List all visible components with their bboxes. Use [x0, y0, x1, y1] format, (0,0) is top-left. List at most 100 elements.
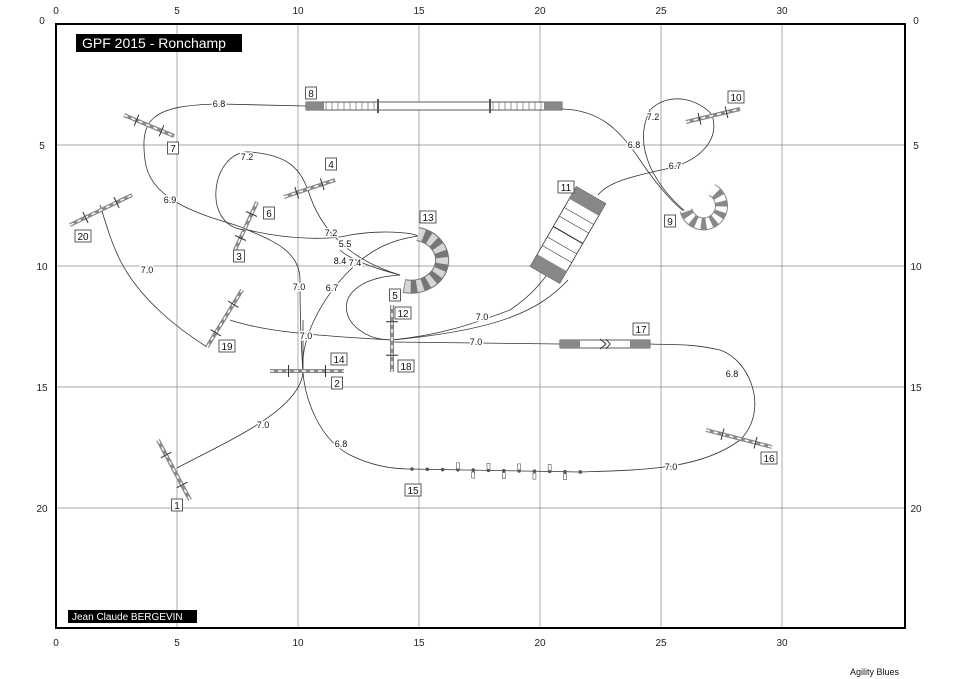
- a-frame-obstacle: [529, 186, 607, 284]
- x-tick-label: 5: [174, 6, 180, 17]
- obstacle-number-2: 2: [331, 376, 343, 390]
- x-tick-label: 20: [534, 6, 546, 17]
- obstacle-number-14: 14: [330, 352, 348, 366]
- jump-obstacle: [705, 428, 773, 449]
- y-tick-label: 20: [36, 504, 48, 515]
- obstacle-number-label: 16: [763, 454, 775, 465]
- distance-label: 6.7: [326, 283, 339, 293]
- obstacle-number-label: 6: [266, 209, 272, 220]
- course-title: GPF 2015 - Ronchamp: [82, 35, 226, 51]
- author-name: Jean Claude BERGEVIN: [72, 612, 183, 623]
- obstacle-number-label: 3: [236, 252, 242, 263]
- jump-obstacle: [233, 201, 259, 251]
- obstacle-number-label: 5: [392, 291, 398, 302]
- grid: [56, 24, 905, 628]
- x-tick-label: 20: [534, 638, 546, 649]
- obstacle-number-18: 18: [397, 359, 415, 373]
- distance-label: 7.0: [300, 331, 313, 341]
- obstacle-number-15: 15: [404, 483, 422, 497]
- weave-pole: [440, 467, 445, 472]
- distance-label: 5.5: [339, 239, 352, 249]
- obstacle-number-16: 16: [760, 451, 778, 465]
- tunnel-obstacle: [402, 227, 450, 294]
- obstacle-number-5: 5: [389, 288, 401, 302]
- x-tick-label: 30: [776, 6, 788, 17]
- distance-label: 7.0: [293, 282, 306, 292]
- dogwalk-obstacle: [305, 99, 563, 113]
- obstacle-number-4: 4: [325, 157, 337, 171]
- obstacle-number-label: 10: [730, 93, 742, 104]
- distance-label: 6.8: [628, 140, 641, 150]
- y-tick-label: 5: [913, 141, 919, 152]
- obstacle-number-label: 13: [422, 213, 434, 224]
- obstacle-number-12: 12: [394, 306, 412, 320]
- obstacle-number-20: 20: [74, 229, 92, 243]
- distance-label: 7.2: [325, 228, 338, 238]
- y-tick-label: 15: [910, 383, 922, 394]
- y-tick-label: 10: [36, 262, 48, 273]
- x-tick-label: 25: [655, 6, 667, 17]
- obstacle-number-19: 19: [218, 339, 236, 353]
- weave-pole: [425, 467, 430, 472]
- distance-label: 6.9: [164, 195, 177, 205]
- dog-path: [99, 98, 756, 473]
- obstacle-number-8: 8: [305, 86, 317, 100]
- tire-obstacle: [559, 338, 651, 350]
- x-tick-label: 5: [174, 638, 180, 649]
- distance-label: 7.0: [141, 265, 154, 275]
- weave-pole: [471, 468, 476, 472]
- weave-pole: [410, 467, 414, 471]
- weave-pole: [502, 468, 506, 473]
- obstacle-number-7: 7: [167, 141, 179, 155]
- x-tick-label: 30: [776, 638, 788, 649]
- field-border: [55, 23, 906, 629]
- distance-label: 7.0: [476, 312, 489, 322]
- jump-obstacle: [69, 193, 133, 227]
- obstacle-number-10: 10: [727, 90, 745, 104]
- obstacle-number-9: 9: [664, 214, 676, 228]
- x-tick-label: 10: [292, 6, 304, 17]
- x-tick-label: 15: [413, 638, 425, 649]
- distance-label: 6.8: [726, 369, 739, 379]
- y-tick-label: 0: [913, 16, 919, 27]
- distance-label: 6.8: [213, 99, 226, 109]
- obstacles: [69, 99, 773, 501]
- obstacle-number-label: 11: [561, 183, 572, 194]
- jump-obstacle: [685, 106, 741, 125]
- jump-obstacle: [283, 178, 336, 199]
- obstacle-number-label: 2: [334, 379, 340, 390]
- footer-credit: Agility Blues: [850, 667, 900, 677]
- x-tick-label: 15: [413, 6, 425, 17]
- y-tick-label: 15: [36, 383, 48, 394]
- obstacle-number-label: 14: [333, 355, 345, 366]
- x-tick-label: 10: [292, 638, 304, 649]
- obstacle-number-label: 1: [174, 501, 180, 512]
- y-tick-label: 5: [39, 141, 45, 152]
- obstacle-number-label: 17: [635, 325, 647, 336]
- weave-pole: [563, 469, 567, 474]
- obstacle-number-label: 15: [407, 486, 419, 497]
- distance-label: 7.2: [647, 112, 660, 122]
- y-tick-label: 0: [39, 16, 45, 27]
- jump-obstacle: [386, 305, 398, 372]
- distance-label: 7.4: [349, 258, 362, 268]
- distance-label: 6.8: [335, 439, 348, 449]
- obstacle-number-label: 19: [221, 342, 233, 353]
- distance-label: 6.7: [669, 161, 682, 171]
- weave-pole: [532, 469, 537, 473]
- weave-poles-obstacle: [409, 462, 583, 481]
- distance-label: 8.4: [334, 256, 347, 266]
- jump-obstacle: [123, 113, 175, 138]
- jump-obstacle: [156, 439, 192, 501]
- obstacle-number-label: 12: [397, 309, 409, 320]
- x-tick-label: 0: [53, 638, 59, 649]
- obstacle-number-17: 17: [632, 322, 650, 336]
- obstacle-number-1: 1: [171, 498, 183, 512]
- obstacle-number-label: 9: [667, 217, 673, 228]
- distance-label: 7.2: [241, 152, 254, 162]
- title-box: [76, 34, 242, 52]
- jump-obstacle: [270, 365, 344, 377]
- distance-label: 7.0: [257, 420, 270, 430]
- x-tick-label: 0: [53, 6, 59, 17]
